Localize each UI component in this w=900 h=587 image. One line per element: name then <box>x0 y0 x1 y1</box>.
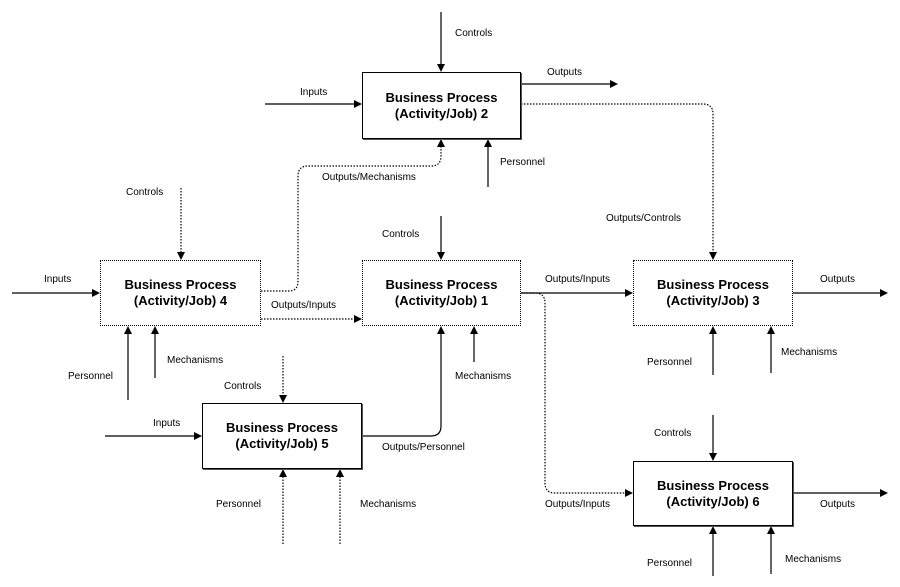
p1-to-p3-label: Outputs/Inputs <box>545 274 611 285</box>
process-1-title: Business Process <box>385 277 498 292</box>
p4-personnel-label: Personnel <box>68 371 114 382</box>
p1-to-p6-label: Outputs/Inputs <box>545 499 611 510</box>
p5-mechanisms-label: Mechanisms <box>360 499 417 510</box>
process-5-title: Business Process <box>225 420 338 435</box>
process-3-subtitle: (Activity/Job) 3 <box>666 293 760 308</box>
process-box-3: Business Process (Activity/Job) 3 <box>633 260 793 326</box>
p4-mechanisms-label: Mechanisms <box>167 355 224 366</box>
process-1-subtitle: (Activity/Job) 1 <box>394 293 489 308</box>
process-box-1: Business Process (Activity/Job) 1 <box>362 260 521 326</box>
p3-outputs-label: Outputs <box>820 274 856 285</box>
p6-outputs-label: Outputs <box>820 499 856 510</box>
p1-mechanisms-label: Mechanisms <box>455 371 512 382</box>
p4-inputs-label: Inputs <box>44 274 72 285</box>
p2-to-p3-outputs-controls <box>521 103 714 253</box>
p1-controls-label: Controls <box>382 229 420 240</box>
p4-to-p2-label: Outputs/Mechanisms <box>322 172 416 183</box>
process-box-2: Business Process (Activity/Job) 2 <box>362 72 521 139</box>
p1-to-p6-outputs-inputs <box>521 292 627 494</box>
process-2-title: Business Process <box>385 89 498 105</box>
p4-to-p2-outputs-mechanisms <box>261 146 442 292</box>
p3-personnel-label: Personnel <box>647 357 693 368</box>
process-4-subtitle: (Activity/Job) 4 <box>133 293 228 308</box>
process-4-title: Business Process <box>124 277 237 292</box>
p6-mechanisms-label: Mechanisms <box>785 554 842 565</box>
process-2-subtitle: (Activity/Job) 2 <box>394 105 489 121</box>
p2-inputs-label: Inputs <box>300 87 328 98</box>
process-3-title: Business Process <box>656 277 769 292</box>
p5-to-p1-outputs-personnel <box>362 333 442 437</box>
p4-to-p1-label: Outputs/Inputs <box>271 300 337 311</box>
p5-to-p1-label: Outputs/Personnel <box>382 442 465 453</box>
p5-controls-label: Controls <box>224 381 262 392</box>
p2-outputs-label: Outputs <box>547 67 583 78</box>
process-6-subtitle: (Activity/Job) 6 <box>666 493 760 509</box>
process-box-5: Business Process (Activity/Job) 5 <box>202 403 362 469</box>
process-box-6: Business Process (Activity/Job) 6 <box>633 461 793 526</box>
p6-controls-label: Controls <box>654 428 692 439</box>
process-6-title: Business Process <box>656 477 769 493</box>
p2-controls-label: Controls <box>455 28 493 39</box>
p5-inputs-label: Inputs <box>153 418 181 429</box>
process-5-subtitle: (Activity/Job) 5 <box>235 436 329 451</box>
p6-personnel-label: Personnel <box>647 558 693 569</box>
p2-to-p3-label: Outputs/Controls <box>606 213 682 224</box>
p3-mechanisms-label: Mechanisms <box>781 347 838 358</box>
p2-personnel-label: Personnel <box>500 157 546 168</box>
process-box-4: Business Process (Activity/Job) 4 <box>100 260 261 326</box>
p4-controls-label: Controls <box>126 187 164 198</box>
p5-personnel-label: Personnel <box>216 499 262 510</box>
